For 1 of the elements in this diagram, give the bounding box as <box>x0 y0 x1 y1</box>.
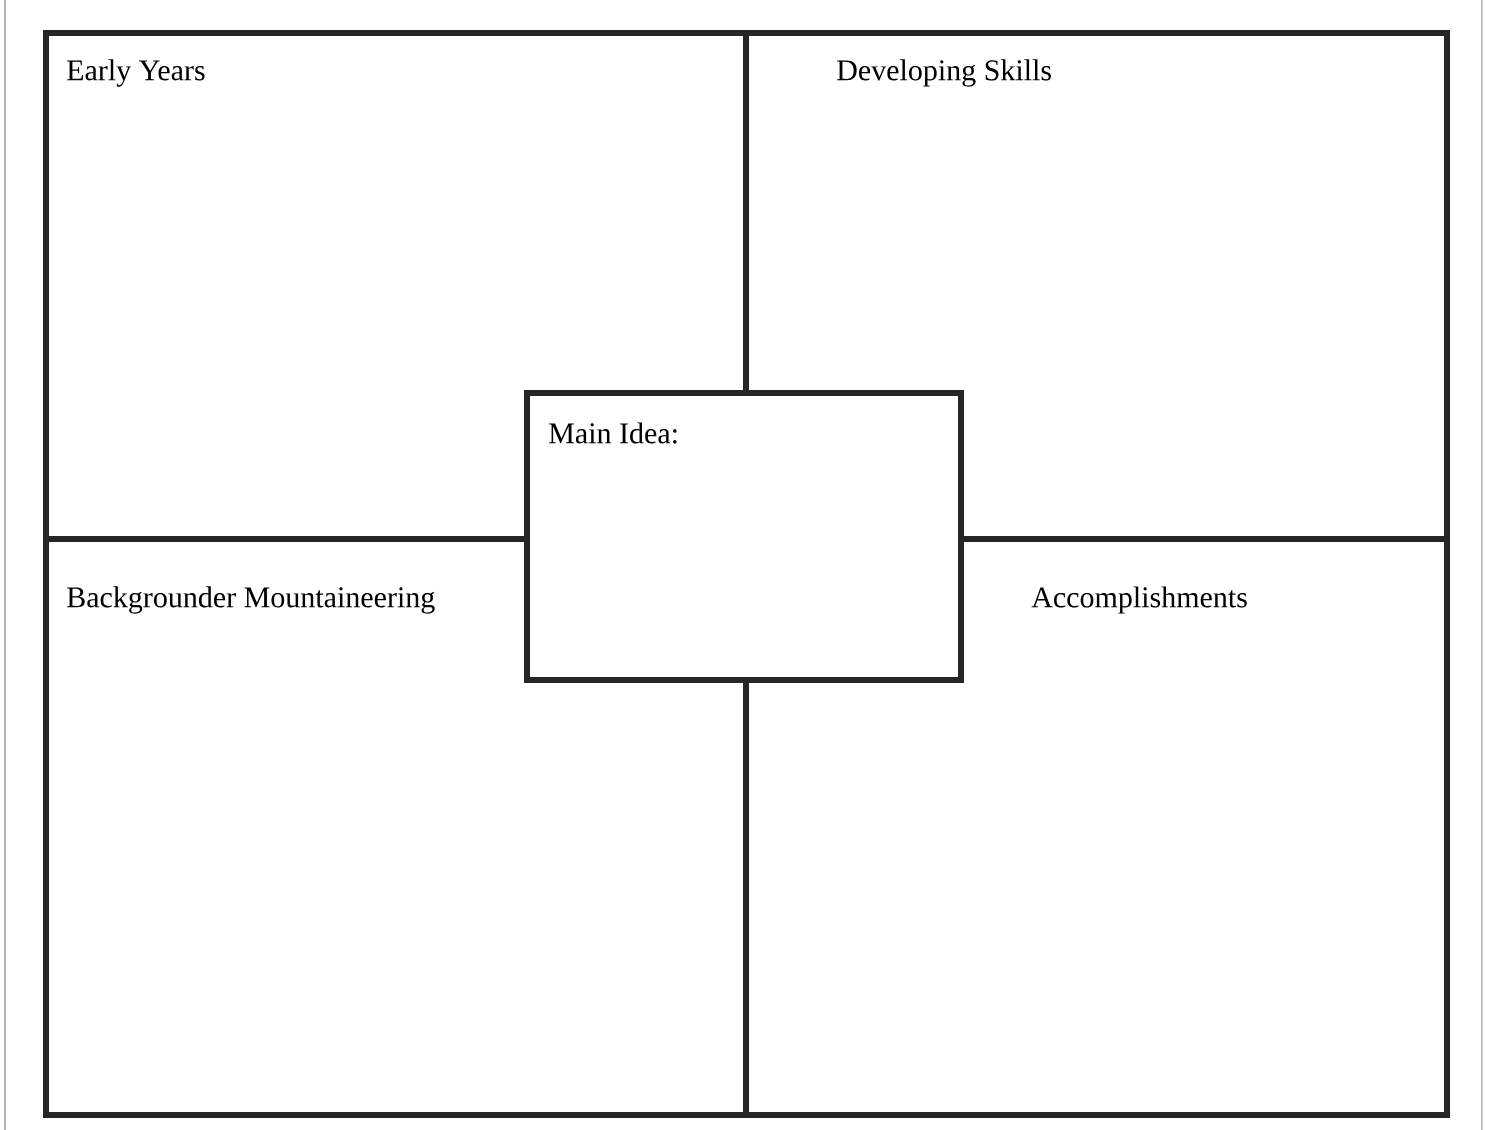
main-idea-box: Main Idea: <box>524 390 964 683</box>
